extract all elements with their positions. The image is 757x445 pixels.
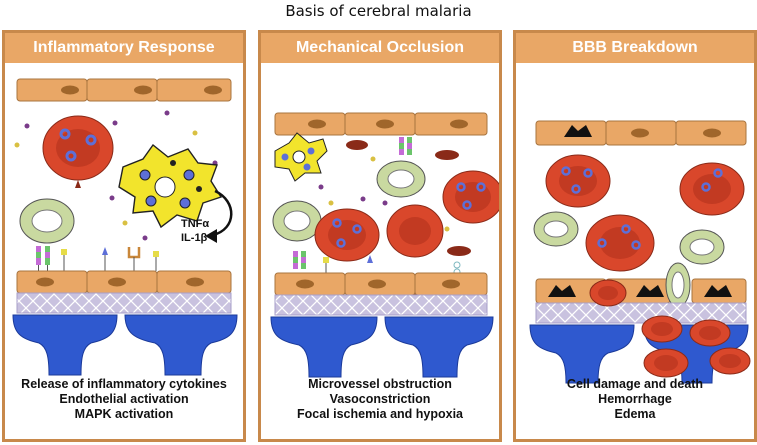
inflammatory-response-illustration: TNFα IL-1β xyxy=(12,78,238,376)
panel-caption: Release of inflammatory cytokines Endoth… xyxy=(5,377,243,422)
panel-header: Mechanical Occlusion xyxy=(261,33,499,63)
infected-red-blood-cell xyxy=(42,115,114,188)
panel-mechanical-occlusion: Mechanical Occlusion xyxy=(258,30,502,442)
panel-caption: Microvessel obstruction Vasoconstriction… xyxy=(261,377,499,422)
cytokine-label-il1b: IL-1β xyxy=(181,232,208,244)
mechanical-occlusion-illustration xyxy=(270,112,499,378)
red-blood-cell xyxy=(386,204,444,258)
basement-membrane xyxy=(274,294,488,316)
caption-line: Microvessel obstruction xyxy=(308,377,452,391)
bbb-breakdown-illustration xyxy=(529,120,751,384)
infected-red-blood-cell xyxy=(585,214,655,272)
hemorrhage-red-blood-cells xyxy=(589,279,751,378)
caption-line: Hemorrhage xyxy=(598,392,672,406)
panel-inflammatory-response: Inflammatory Response xyxy=(2,30,246,442)
cytokine-label-tnf: TNFα xyxy=(181,218,209,230)
endothelial-layer-bottom xyxy=(535,278,747,304)
infected-red-blood-cell xyxy=(545,154,611,208)
endothelial-layer-top xyxy=(274,112,488,136)
caption-line: Vasoconstriction xyxy=(329,392,431,406)
caption-line: Endothelial activation xyxy=(59,392,189,406)
panel-caption: Cell damage and death Hemorrhage Edema xyxy=(516,377,754,422)
panel-header: Inflammatory Response xyxy=(5,33,243,63)
adhesion-receptors xyxy=(293,137,465,283)
curved-arrow-icon xyxy=(212,189,233,237)
caption-line: MAPK activation xyxy=(74,407,174,421)
basement-membrane xyxy=(535,302,747,324)
leukocyte-cell xyxy=(679,229,725,265)
basement-membrane xyxy=(16,292,232,314)
damaged-nucleus-icon xyxy=(548,285,576,297)
leukocyte-cell xyxy=(376,160,426,198)
panel-bbb-breakdown: BBB Breakdown xyxy=(513,30,757,442)
caption-line: Release of inflammatory cytokines xyxy=(21,377,227,391)
diagram-title: Basis of cerebral malaria xyxy=(285,2,472,20)
caption-line: Cell damage and death xyxy=(566,377,704,391)
cytokine-particles xyxy=(318,156,450,232)
leukocyte-cell xyxy=(19,198,75,244)
astrocyte-endfeet xyxy=(12,314,238,376)
transmigrating-leukocyte xyxy=(665,262,691,308)
infected-red-blood-cell xyxy=(442,170,499,224)
caption-line: Focal ischemia and hypoxia xyxy=(296,407,464,421)
macrophage-cell xyxy=(274,132,328,182)
infected-red-blood-cell xyxy=(679,162,745,216)
endothelial-layer-bottom xyxy=(274,272,488,296)
endothelial-layer-bottom xyxy=(16,270,232,294)
macrophage-cell xyxy=(118,143,223,229)
astrocyte-endfeet xyxy=(270,316,494,378)
damaged-nucleus-icon xyxy=(636,285,664,297)
endothelial-layer-top xyxy=(16,78,232,102)
damaged-nucleus-icon xyxy=(704,285,732,297)
caption-line: Edema xyxy=(614,407,656,421)
endothelial-layer-top xyxy=(535,120,747,146)
panel-header: BBB Breakdown xyxy=(516,33,754,63)
leukocyte-cell xyxy=(272,200,322,242)
damaged-nucleus-icon xyxy=(564,125,592,137)
leukocyte-cell xyxy=(533,211,579,247)
infected-red-blood-cell xyxy=(314,208,380,262)
adhesion-receptors xyxy=(36,246,159,271)
